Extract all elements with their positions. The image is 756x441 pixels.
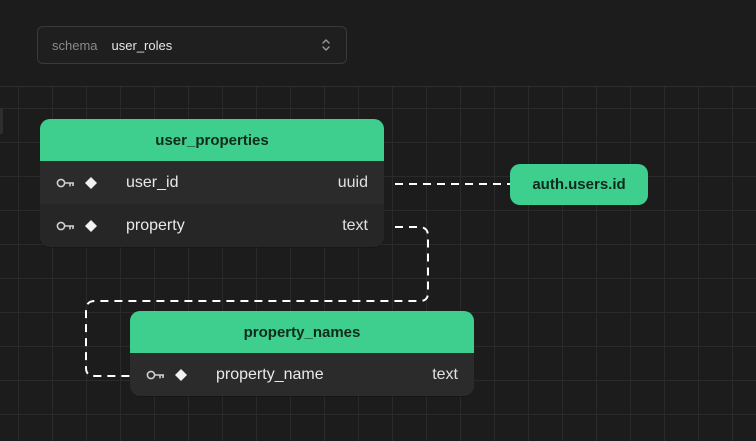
column-name: user_id [126,173,179,191]
table-property-names[interactable]: property_names property_name text [130,311,474,396]
schema-select-value: user_roles [111,37,173,53]
external-node-auth-users-id[interactable]: auth.users.id [510,164,648,205]
panel-handle[interactable] [0,108,3,134]
table-header[interactable]: user_properties [40,119,384,161]
column-type: uuid [337,173,368,191]
column-name: property [126,216,185,234]
schema-select-label: schema [52,37,98,53]
toolbar: schema user_roles [0,0,756,87]
key-icon [146,370,164,379]
table-user-properties[interactable]: user_properties user_id uuid [40,119,384,247]
table-column-row[interactable]: property_name text [130,353,474,396]
key-icon [56,178,74,187]
diamond-icon [85,176,97,189]
chevron-up-down-icon [322,39,330,51]
table-column-row[interactable]: user_id uuid [40,161,384,204]
column-type: text [342,216,368,234]
table-column-row[interactable]: property text [40,204,384,247]
schema-select[interactable]: schema user_roles [37,26,347,64]
diamond-icon [85,219,97,232]
column-name: property_name [216,365,324,383]
table-header[interactable]: property_names [130,311,474,353]
diamond-icon [175,368,187,381]
key-icon [56,221,74,230]
column-type: text [432,365,458,383]
